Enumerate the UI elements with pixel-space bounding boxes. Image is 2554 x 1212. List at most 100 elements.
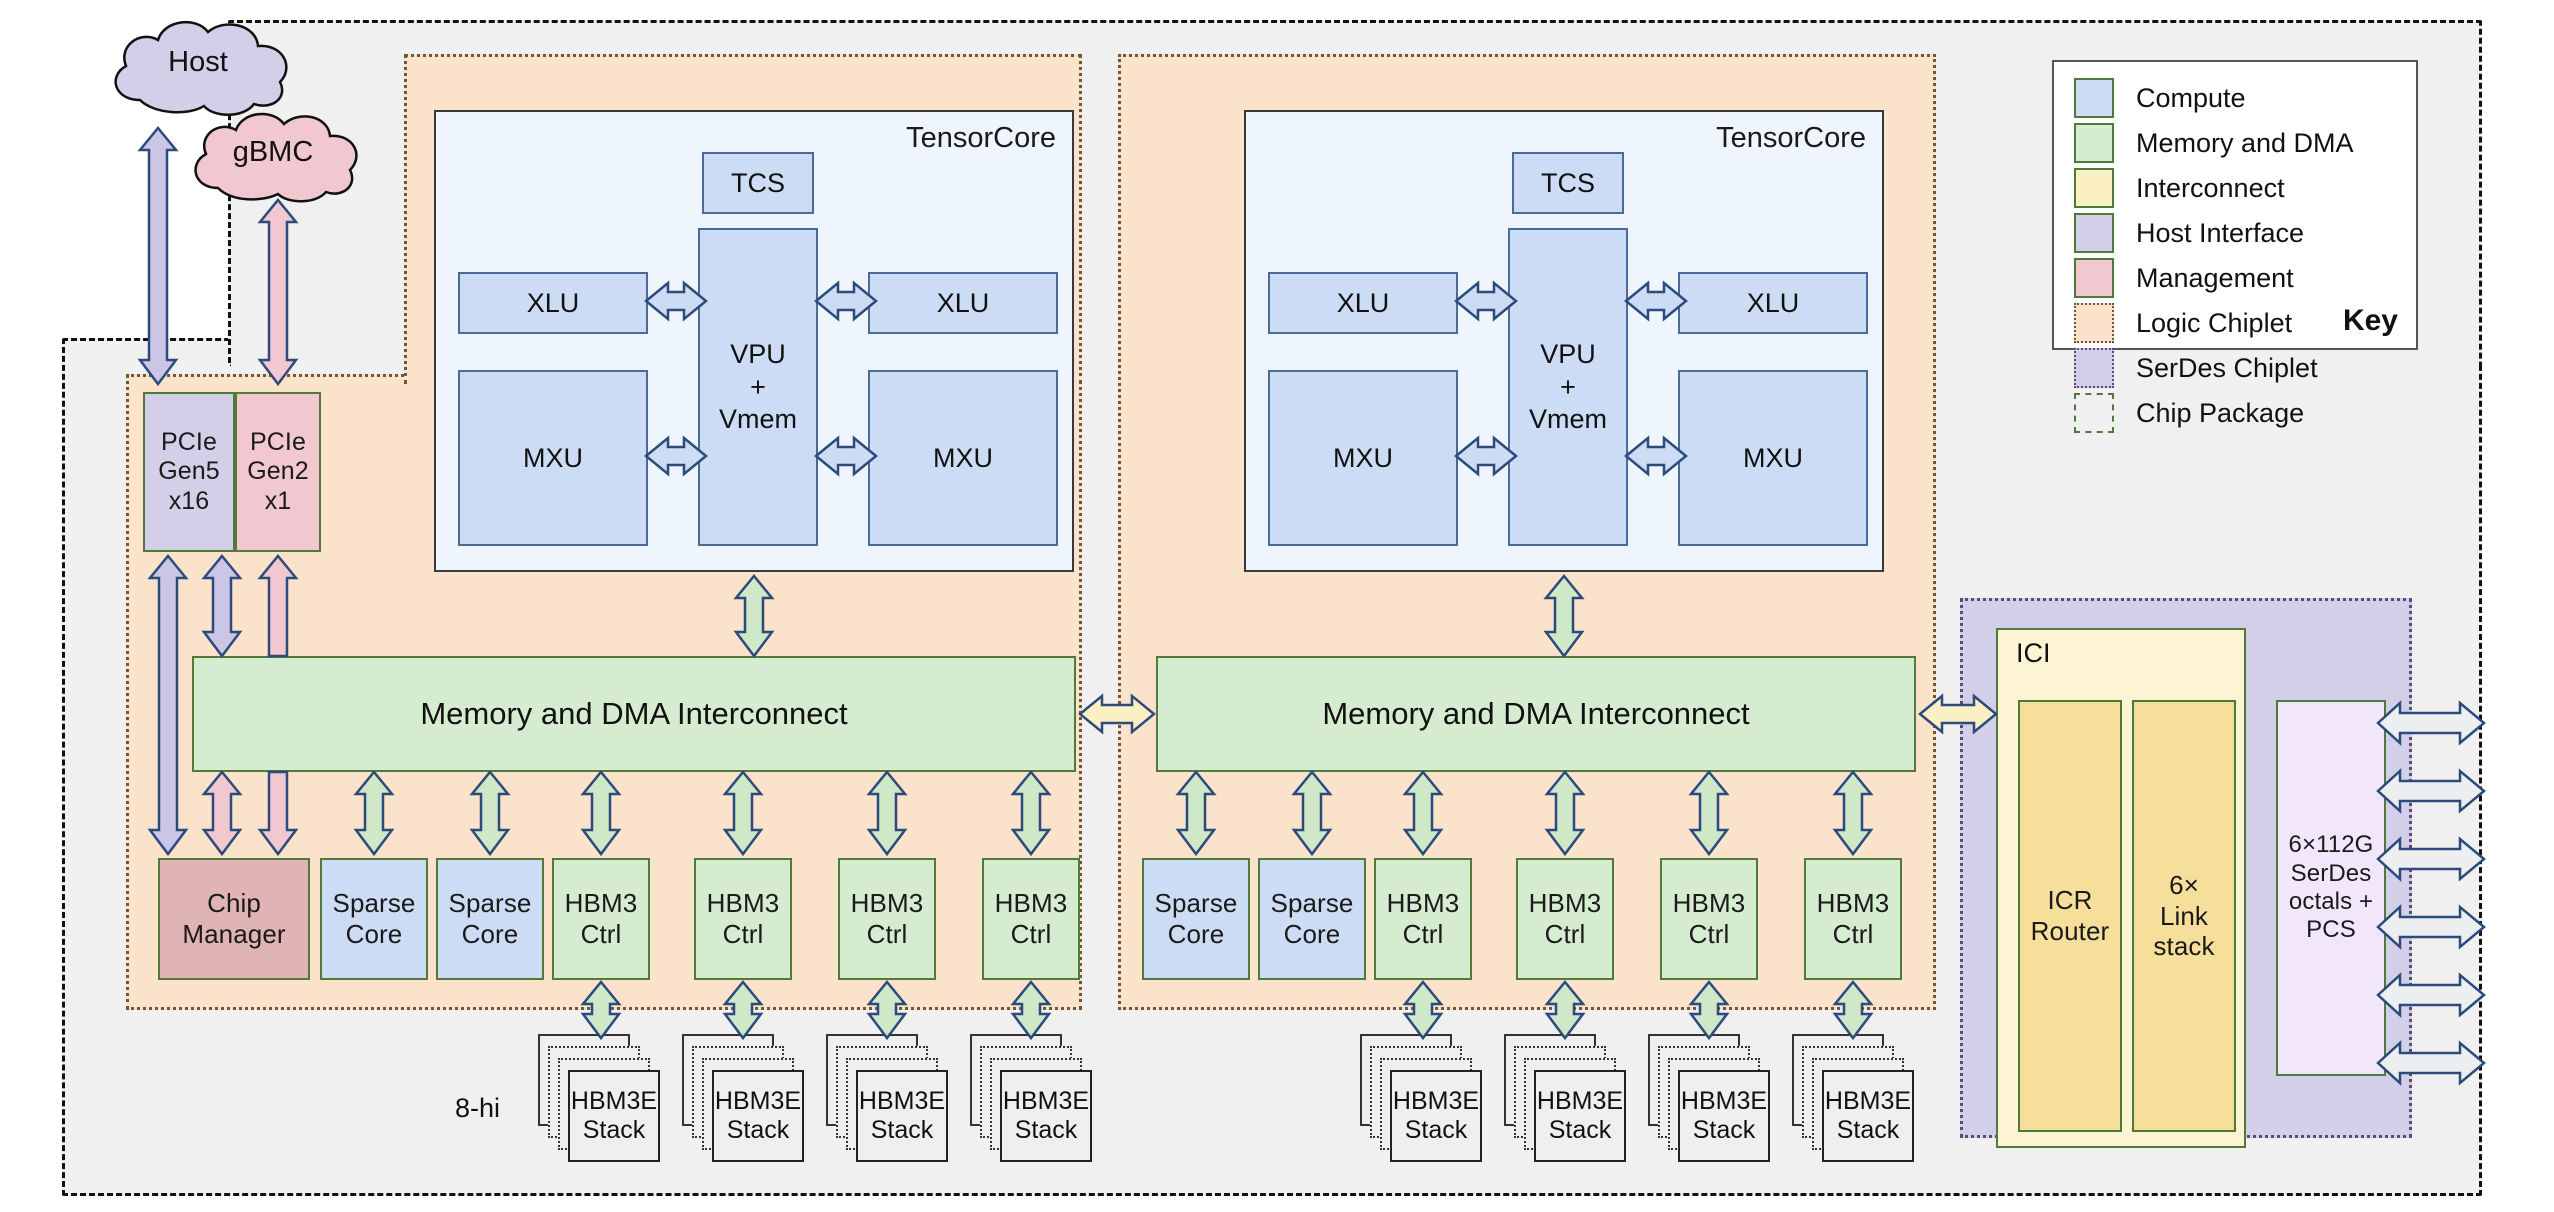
hbm3-ctrl-6-line-1: HBM3 — [1672, 888, 1746, 919]
stack-layer-front-1: HBM3E Stack — [712, 1070, 804, 1162]
pcie-gen5-line-1: PCIe — [161, 427, 217, 456]
xlu-right-0[interactable]: XLU — [868, 272, 1058, 334]
hbm3e-stack-group-3[interactable]: HBM3E Stack — [970, 1034, 1098, 1164]
stack-layer-front-3: HBM3E Stack — [1000, 1070, 1092, 1162]
stack-1-line-1: HBM3E — [714, 1086, 802, 1115]
legend-label-memory-dma: Memory and DMA — [2136, 127, 2354, 158]
stack-height-label: 8-hi — [455, 1093, 501, 1123]
hbm3-ctrl-1-line-2: Ctrl — [722, 919, 764, 949]
xlu-right-1[interactable]: XLU — [1678, 272, 1868, 334]
tensorcore-0: TensorCore TCS VPU + Vmem XLU XLU MXU MX… — [434, 110, 1074, 572]
tcs-label-1: TCS — [1541, 167, 1595, 198]
serdes-block[interactable]: 6×112G SerDes octals + PCS — [2276, 700, 2386, 1076]
legend-item-interconnect: Interconnect — [2074, 168, 2285, 208]
sparse-core-3-line-2: Core — [1283, 919, 1341, 949]
vpu-vmem-block-1[interactable]: VPU + Vmem — [1508, 228, 1628, 546]
hbm3-ctrl-4-line-2: Ctrl — [1402, 919, 1444, 949]
sparse-core-3[interactable]: Sparse Core — [1258, 858, 1366, 980]
xlu-left-label-1: XLU — [1336, 287, 1390, 318]
legend-label-chip-package: Chip Package — [2136, 397, 2305, 428]
stack-6-line-1: HBM3E — [1680, 1086, 1768, 1115]
mxu-left-0[interactable]: MXU — [458, 370, 648, 546]
sparse-core-1-line-2: Core — [461, 919, 519, 949]
icr-router-block[interactable]: ICR Router — [2018, 700, 2122, 1132]
stack-4-line-2: Stack — [1404, 1116, 1468, 1144]
legend-label-interconnect: Interconnect — [2136, 172, 2285, 203]
mxu-right-label-1: MXU — [1743, 442, 1803, 473]
hbm3e-stack-group-1[interactable]: HBM3E Stack — [682, 1034, 810, 1164]
serdes-line-4: PCS — [2306, 916, 2356, 944]
hbm3-ctrl-4-line-1: HBM3 — [1386, 888, 1460, 919]
chip-manager-line-2: Manager — [182, 919, 286, 949]
host-cloud-shape — [114, 20, 288, 116]
sparse-core-0[interactable]: Sparse Core — [320, 858, 428, 980]
tensorcore-1-label: TensorCore — [1716, 122, 1866, 154]
hbm3-ctrl-7-line-2: Ctrl — [1832, 919, 1874, 949]
stack-0-line-1: HBM3E — [570, 1086, 658, 1115]
pcie-gen5-block[interactable]: PCIe Gen5 x16 — [143, 392, 235, 552]
sparse-core-0-line-2: Core — [345, 919, 403, 949]
legend-label-compute: Compute — [2136, 82, 2246, 113]
sparse-core-2-line-2: Core — [1167, 919, 1225, 949]
vpu-line-1-0: VPU — [730, 339, 786, 370]
legend-title: Key — [2342, 304, 2398, 337]
hbm3-ctrl-1[interactable]: HBM3 Ctrl — [694, 858, 792, 980]
hbm3e-stack-group-7[interactable]: HBM3E Stack — [1792, 1034, 1920, 1164]
hbm3-ctrl-5-line-2: Ctrl — [1544, 919, 1586, 949]
pcie-gen2-block[interactable]: PCIe Gen2 x1 — [235, 392, 321, 552]
tcs-block-0[interactable]: TCS — [702, 152, 814, 214]
sparse-core-3-line-1: Sparse — [1270, 888, 1354, 919]
legend-item-host-interface: Host Interface — [2074, 213, 2304, 253]
hbm3-ctrl-0[interactable]: HBM3 Ctrl — [552, 858, 650, 980]
stack-layer-front-4: HBM3E Stack — [1390, 1070, 1482, 1162]
stack-layer-front-5: HBM3E Stack — [1534, 1070, 1626, 1162]
stack-layer-front-0: HBM3E Stack — [568, 1070, 660, 1162]
mxu-right-0[interactable]: MXU — [868, 370, 1058, 546]
pcie-gen5-line-2: Gen5 — [158, 457, 220, 486]
serdes-line-1: 6×112G — [2288, 831, 2374, 859]
legend-label-management: Management — [2136, 262, 2294, 293]
hbm3-ctrl-4[interactable]: HBM3 Ctrl — [1374, 858, 1472, 980]
hbm3e-stack-group-0[interactable]: HBM3E Stack — [538, 1034, 666, 1164]
legend-swatch-interconnect — [2074, 168, 2114, 208]
memory-dma-interconnect-left[interactable]: Memory and DMA Interconnect — [192, 656, 1076, 772]
hbm3-ctrl-5-line-1: HBM3 — [1528, 888, 1602, 919]
mdi-right-label: Memory and DMA Interconnect — [1322, 696, 1750, 731]
hbm3e-stack-group-5[interactable]: HBM3E Stack — [1504, 1034, 1632, 1164]
hbm3-ctrl-7[interactable]: HBM3 Ctrl — [1804, 858, 1902, 980]
vpu-line-1-1: VPU — [1540, 339, 1596, 370]
icr-router-line-2: Router — [2030, 916, 2110, 946]
chip-manager-block[interactable]: Chip Manager — [158, 858, 310, 980]
hbm3-ctrl-5[interactable]: HBM3 Ctrl — [1516, 858, 1614, 980]
mdi-left-label: Memory and DMA Interconnect — [420, 696, 848, 731]
stack-3-line-1: HBM3E — [1002, 1086, 1090, 1115]
xlu-left-1[interactable]: XLU — [1268, 272, 1458, 334]
legend-swatch-host-interface — [2074, 213, 2114, 253]
link-stack-block[interactable]: 6× Link stack — [2132, 700, 2236, 1132]
mxu-left-1[interactable]: MXU — [1268, 370, 1458, 546]
vpu-vmem-block-0[interactable]: VPU + Vmem — [698, 228, 818, 546]
stack-4-line-1: HBM3E — [1392, 1086, 1480, 1115]
hbm3-ctrl-3[interactable]: HBM3 Ctrl — [982, 858, 1080, 980]
sparse-core-1[interactable]: Sparse Core — [436, 858, 544, 980]
hbm3-ctrl-6[interactable]: HBM3 Ctrl — [1660, 858, 1758, 980]
hbm3e-stack-group-6[interactable]: HBM3E Stack — [1648, 1034, 1776, 1164]
hbm3e-stack-group-4[interactable]: HBM3E Stack — [1360, 1034, 1488, 1164]
sparse-core-0-line-1: Sparse — [332, 888, 416, 919]
mxu-right-1[interactable]: MXU — [1678, 370, 1868, 546]
stack-3-line-2: Stack — [1014, 1116, 1078, 1144]
serdes-line-2: SerDes — [2290, 859, 2372, 887]
sparse-core-2[interactable]: Sparse Core — [1142, 858, 1250, 980]
chip-manager-line-1: Chip — [207, 888, 261, 919]
hbm3e-stack-group-2[interactable]: HBM3E Stack — [826, 1034, 954, 1164]
stack-5-line-1: HBM3E — [1536, 1086, 1624, 1115]
pcie-gen2-line-2: Gen2 — [247, 457, 309, 486]
xlu-left-0[interactable]: XLU — [458, 272, 648, 334]
hbm3-ctrl-2[interactable]: HBM3 Ctrl — [838, 858, 936, 980]
memory-dma-interconnect-right[interactable]: Memory and DMA Interconnect — [1156, 656, 1916, 772]
gbmc-cloud: gBMC — [178, 104, 368, 212]
xlu-right-label-1: XLU — [1746, 287, 1800, 318]
stack-layer-front-7: HBM3E Stack — [1822, 1070, 1914, 1162]
ici-group-label: ICI — [2016, 638, 2051, 668]
tcs-block-1[interactable]: TCS — [1512, 152, 1624, 214]
